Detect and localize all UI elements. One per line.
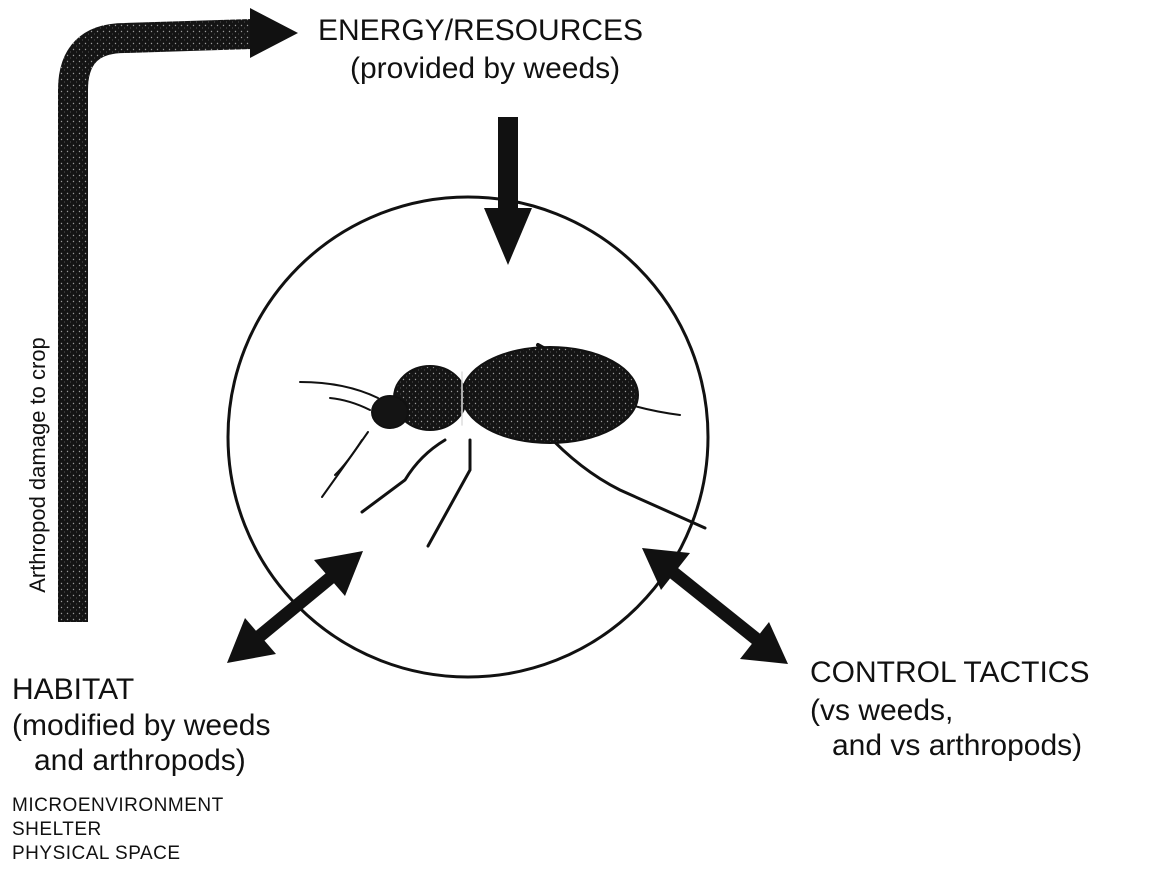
energy-arrow	[484, 117, 532, 265]
habitat-title: HABITAT	[12, 673, 134, 707]
habitat-item-physical-space: PHYSICAL SPACE	[12, 843, 181, 864]
feedback-label: Arthropod damage to crop	[25, 337, 51, 593]
habitat-desc-line1: (modified by weeds	[12, 709, 270, 743]
beetle-illustration	[300, 345, 705, 546]
control-desc-line2: and vs arthropods)	[832, 729, 1082, 763]
habitat-desc-line2: and arthropods)	[34, 744, 246, 778]
feedback-arrow	[73, 8, 298, 622]
control-arrow	[642, 548, 788, 664]
control-title: CONTROL TACTICS	[810, 656, 1089, 690]
habitat-item-microenvironment: MICROENVIRONMENT	[12, 795, 224, 816]
habitat-item-shelter: SHELTER	[12, 819, 102, 840]
control-desc-line1: (vs weeds,	[810, 694, 953, 728]
energy-subtitle: (provided by weeds)	[350, 52, 620, 86]
energy-title: ENERGY/RESOURCES	[318, 14, 643, 48]
habitat-arrow	[227, 551, 363, 663]
